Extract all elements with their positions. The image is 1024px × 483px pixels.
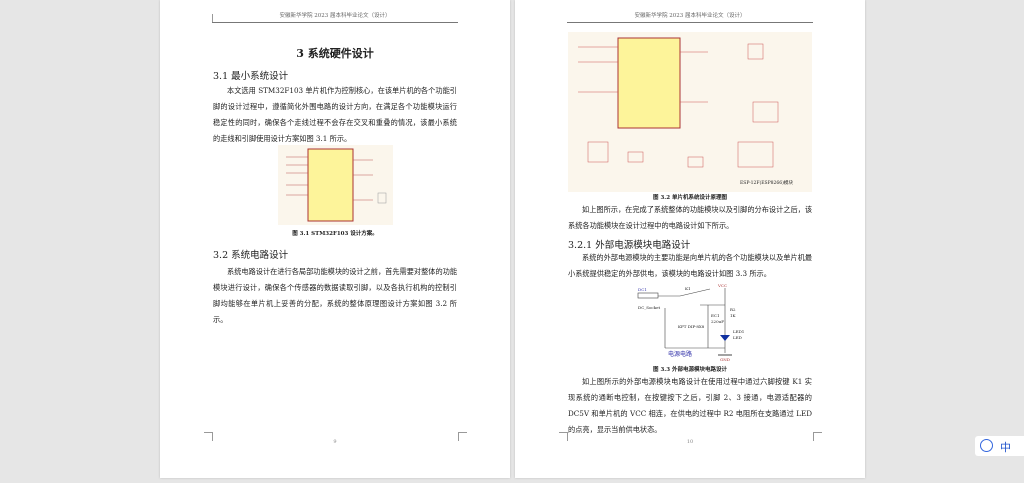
chapter-title: 3 系统硬件设计 bbox=[296, 47, 374, 60]
figure-system-schematic: ESP-12F(ESP8266)模块 bbox=[568, 32, 812, 192]
document-page-9: 安徽新华学院 2023 届本科毕业论文（设计） 3 系统硬件设计 3.1 最小系… bbox=[160, 0, 510, 478]
figure-caption: 图 3.1 STM32F103 设计方案。 bbox=[292, 231, 378, 237]
section-title: 3.1 最小系统设计 bbox=[213, 71, 289, 82]
page-header: 安徽新华学院 2023 届本科毕业论文（设计） bbox=[279, 13, 391, 19]
corner-mark bbox=[458, 432, 467, 441]
ime-toolbar[interactable]: 中 bbox=[975, 436, 1024, 456]
label-led1: LED1 bbox=[733, 329, 745, 334]
paragraph: 系统的外部电源模块的主要功能是向单片机的各个功能模块以及单片机最小系统提供稳定的… bbox=[568, 253, 813, 278]
label-gnd: GND bbox=[720, 357, 730, 362]
section-title: 3.2 系统电路设计 bbox=[213, 250, 289, 261]
module-label: ESP-12F(ESP8266)模块 bbox=[740, 181, 793, 186]
paragraph: 系统电路设计在进行各局部功能模块的设计之前，首先需要对整体的功能模块进行设计，确… bbox=[213, 267, 458, 324]
subsection-title: 3.2.1 外部电源模块电路设计 bbox=[568, 240, 691, 251]
page-number: 10 bbox=[686, 439, 694, 445]
paragraph: 本文选用 STM32F103 单片机作为控制核心，在该单片机的各个功能引脚的设计… bbox=[213, 86, 457, 143]
figure-stm32-schematic bbox=[278, 145, 393, 225]
header-rule bbox=[212, 22, 458, 23]
corner-mark bbox=[204, 432, 213, 441]
corner-mark bbox=[559, 432, 568, 441]
figure-caption: 图 3.3 外部电源模块电路设计 bbox=[653, 367, 727, 373]
ime-logo-icon[interactable] bbox=[980, 439, 993, 452]
label-r2: R2 bbox=[730, 307, 736, 312]
paragraph: 如上图所示的外部电源模块电路设计在使用过程中通过六脚按键 K1 实现系统的通断电… bbox=[568, 377, 812, 434]
label-socket: DC_Socket bbox=[638, 305, 661, 310]
corner-mark bbox=[813, 432, 822, 441]
page-number: 9 bbox=[333, 439, 337, 445]
label-vcc: VCC bbox=[718, 283, 728, 288]
page-header: 安徽新华学院 2023 届本科毕业论文（设计） bbox=[634, 13, 746, 19]
label-dc1: DC1 bbox=[638, 287, 647, 292]
figure-power-circuit: DC1 DC_Socket K1 KFT DIP-8X8 VCC EC1 220… bbox=[630, 283, 750, 363]
paragraph: 如上图所示，在完成了系统整体的功能模块以及引脚的分布设计之后，该系统各功能模块在… bbox=[568, 205, 813, 230]
label-res-value: 1K bbox=[730, 313, 736, 318]
document-page-10: 安徽新华学院 2023 届本科毕业论文（设计） ESP-12F(ESP8266)… bbox=[515, 0, 865, 478]
label-led: LED bbox=[733, 335, 742, 340]
label-ec1: EC1 bbox=[711, 313, 720, 318]
corner-mark bbox=[204, 14, 213, 22]
label-k1: K1 bbox=[685, 286, 691, 291]
label-switch-part: KFT DIP-8X8 bbox=[678, 324, 705, 329]
ime-language-toggle[interactable]: 中 bbox=[1000, 441, 1011, 454]
figure-caption: 图 3.2 单片机系统设计原理图 bbox=[653, 195, 727, 201]
label-cap-value: 220uF bbox=[711, 319, 724, 324]
figure-title: 电源电路 bbox=[668, 351, 693, 358]
header-rule bbox=[567, 22, 813, 23]
